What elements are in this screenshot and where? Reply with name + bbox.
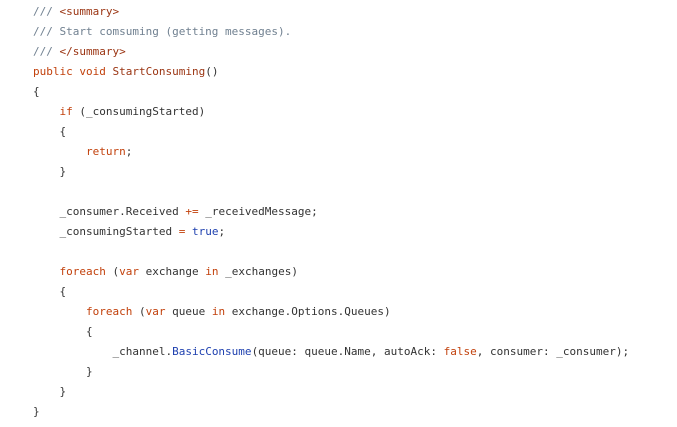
code-token-method: </summary>	[59, 45, 126, 58]
code-token-plain: _exchanges)	[218, 265, 298, 278]
code-token-plain: }	[33, 405, 40, 418]
code-line: {	[33, 322, 93, 342]
code-token-plain	[185, 225, 192, 238]
code-token-comment: ///	[33, 45, 60, 58]
code-line: public void StartConsuming()	[33, 62, 218, 82]
code-line: foreach (var exchange in _exchanges)	[33, 262, 298, 282]
code-token-comment: ///	[33, 5, 60, 18]
code-line: /// <summary>	[33, 2, 119, 22]
code-token-plain: _receivedMessage;	[198, 205, 318, 218]
code-token-plain: {	[33, 285, 67, 298]
code-token-keyword: in	[211, 305, 226, 318]
code-line: /// </summary>	[33, 42, 126, 62]
code-token-keyword: return	[85, 145, 126, 158]
code-token-method: <summary>	[59, 5, 120, 18]
code-token-plain: }	[33, 365, 93, 378]
code-token-plain: exchange.Options.Queues)	[225, 305, 391, 318]
code-token-plain	[106, 65, 113, 78]
code-token-plain	[33, 305, 86, 318]
code-token-method: StartConsuming	[112, 65, 206, 78]
code-token-plain: }	[33, 385, 67, 398]
code-token-plain: queue	[165, 305, 212, 318]
code-line: _channel.BasicConsume(queue: queue.Name,…	[33, 342, 629, 362]
code-token-keyword: var	[145, 305, 166, 318]
code-line: }	[33, 362, 93, 382]
code-token-plain: ()	[205, 65, 219, 78]
code-token-keyword: if	[59, 105, 73, 118]
code-token-keyword: in	[205, 265, 219, 278]
code-token-keyword: foreach	[85, 305, 133, 318]
code-token-plain: (queue: queue.Name, autoAck:	[251, 345, 444, 358]
code-token-plain: _consumer.Received	[33, 205, 186, 218]
code-line: }	[33, 382, 66, 402]
code-token-plain: _channel.	[33, 345, 173, 358]
code-line: _consumingStarted = true;	[33, 222, 225, 242]
code-token-plain	[33, 265, 60, 278]
code-token-plain: ;	[125, 145, 133, 158]
code-line: {	[33, 282, 66, 302]
code-token-keyword: void	[79, 65, 106, 78]
code-token-plain: {	[33, 85, 40, 98]
code-token-operator: +=	[185, 205, 199, 218]
code-token-plain: _consumingStarted	[33, 225, 179, 238]
code-token-keyword: public	[33, 65, 73, 78]
code-line: }	[33, 162, 66, 182]
code-token-type: BasicConsume	[172, 345, 252, 358]
code-token-plain: (	[105, 265, 120, 278]
code-token-operator: =	[178, 225, 186, 238]
code-token-plain: (	[132, 305, 146, 318]
code-token-keyword: var	[119, 265, 139, 278]
code-line: /// Start comsuming (getting messages).	[33, 22, 291, 42]
code-token-keyword: foreach	[59, 265, 106, 278]
code-line: if (_consumingStarted)	[33, 102, 206, 122]
code-token-type: true	[191, 225, 219, 238]
code-token-plain: {	[33, 125, 67, 138]
code-line: _consumer.Received += _receivedMessage;	[33, 202, 318, 222]
code-line: {	[33, 122, 66, 142]
code-token-plain: (_consumingStarted)	[72, 105, 206, 118]
code-token-plain	[33, 145, 86, 158]
code-line: return;	[33, 142, 132, 162]
code-token-plain: {	[33, 325, 93, 338]
code-token-plain: , consumer: _consumer);	[476, 345, 630, 358]
code-token-keyword: false	[443, 345, 477, 358]
code-line: foreach (var queue in exchange.Options.Q…	[33, 302, 391, 322]
code-line: }	[33, 402, 40, 422]
code-token-plain: }	[33, 165, 67, 178]
code-token-comment: /// Start comsuming (getting messages).	[33, 25, 292, 38]
code-line: {	[33, 82, 40, 102]
code-token-plain: ;	[218, 225, 226, 238]
code-token-plain	[33, 105, 60, 118]
code-token-plain: exchange	[138, 265, 206, 278]
